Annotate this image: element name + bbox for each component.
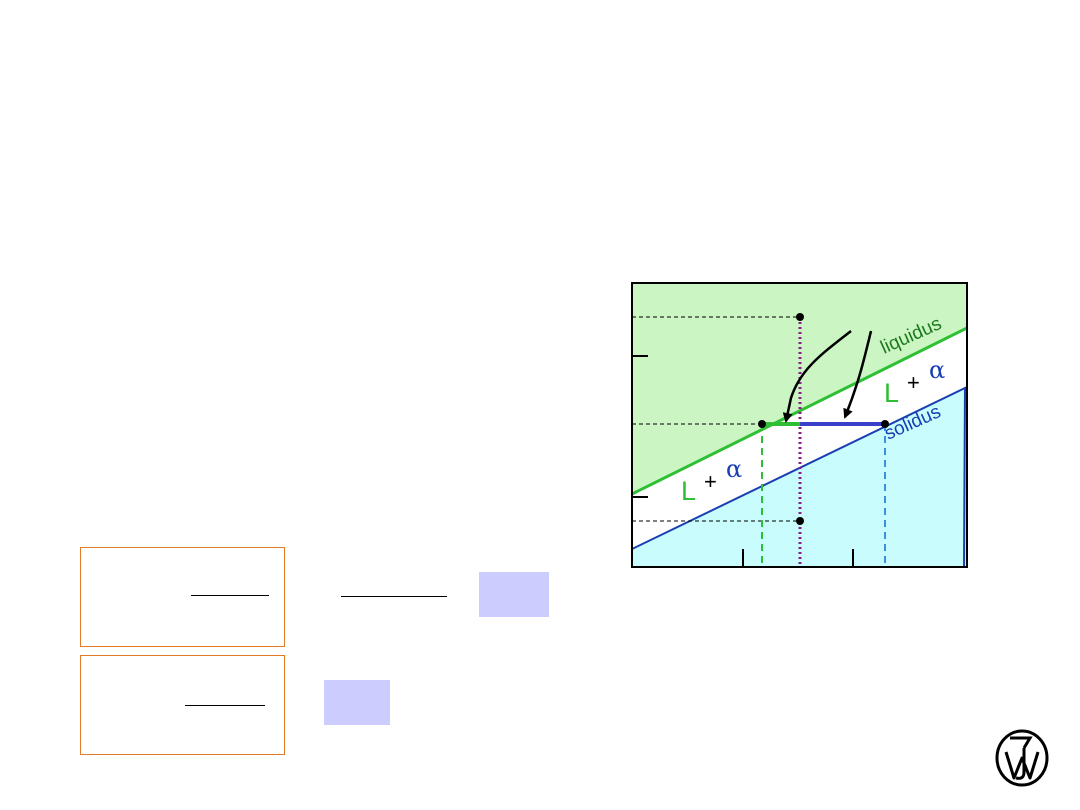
region-label-upper: L + α	[884, 356, 945, 408]
fraction-bar	[185, 705, 265, 706]
region-lower-plus: +	[704, 469, 717, 494]
fraction-bar-expanded	[341, 596, 447, 597]
liquidus-line	[632, 326, 967, 496]
result-highlight-liquid	[479, 572, 549, 617]
point-bottom	[796, 517, 804, 525]
point-top	[796, 313, 804, 321]
region-label-lower: L + α	[681, 455, 742, 506]
wiley-logo-icon	[995, 729, 1049, 787]
region-upper-plus: +	[907, 370, 920, 395]
formula-box-solid-fraction	[80, 655, 285, 755]
region-upper-L: L	[884, 378, 899, 408]
region-upper-alpha: α	[929, 356, 945, 384]
arrow-to-solid-segment	[843, 330, 873, 419]
region-lower-L: L	[681, 476, 696, 506]
diagram-frame	[631, 282, 968, 568]
result-highlight-solid	[324, 680, 390, 725]
formula-box-liquid-fraction	[80, 547, 285, 647]
point-liquid	[758, 420, 766, 428]
arrow-to-liquid-segment	[782, 330, 852, 423]
solvus-line	[963, 387, 966, 567]
region-lower-alpha: α	[726, 455, 742, 483]
fraction-bar	[191, 595, 269, 596]
point-solid	[881, 420, 889, 428]
